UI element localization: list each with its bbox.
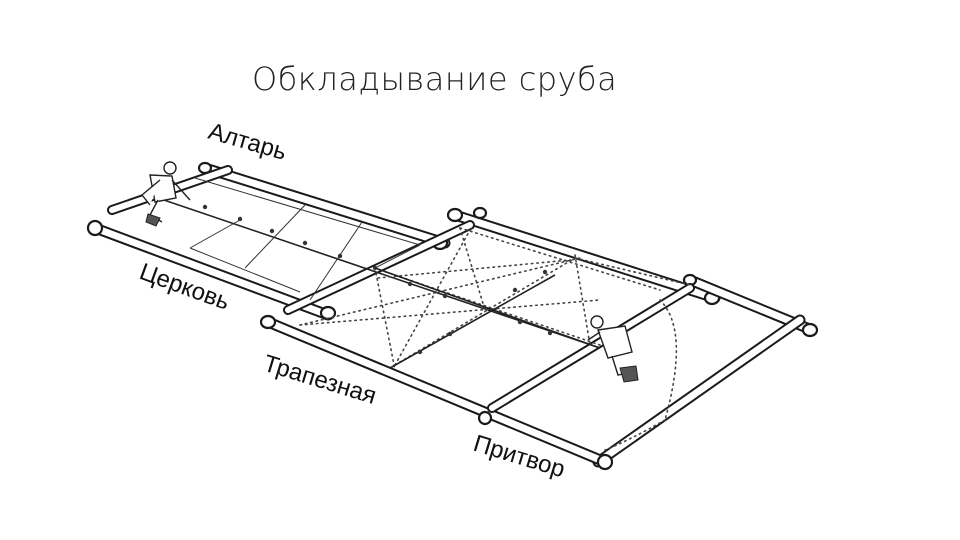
log-altar-top — [197, 161, 451, 251]
log-church-refectory-join — [283, 220, 475, 315]
refectory-dotted-grid — [299, 227, 691, 451]
worker-left-figure — [141, 161, 191, 227]
slide-title: Обкладывание сруба — [252, 60, 618, 98]
worker-right-figure — [587, 315, 639, 383]
log-refectory-porch-join — [487, 283, 695, 413]
label-altar: Алтарь — [205, 118, 289, 166]
log-frame — [86, 161, 819, 471]
log-refectory-bottom — [259, 314, 614, 471]
church-rope-grid — [157, 177, 601, 349]
log-church-left — [86, 219, 337, 321]
